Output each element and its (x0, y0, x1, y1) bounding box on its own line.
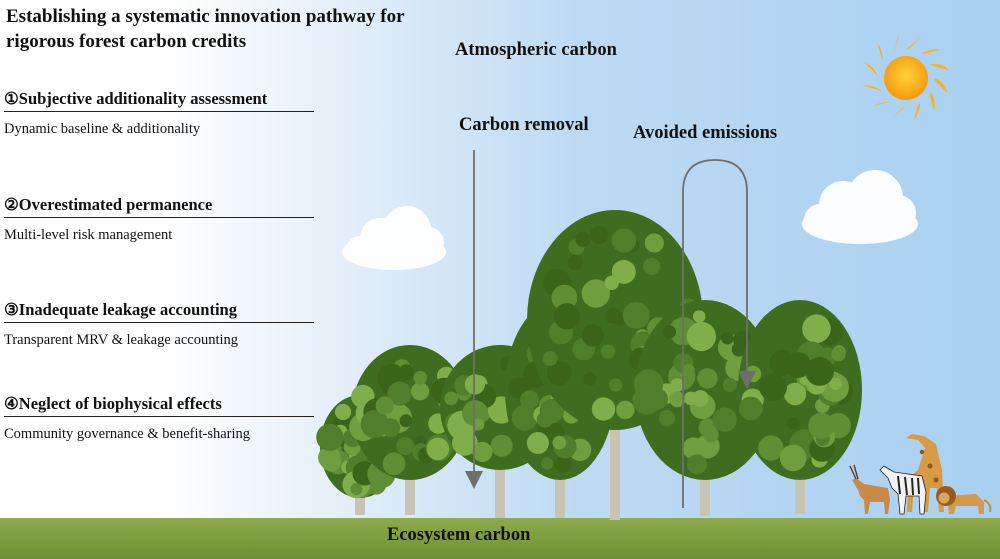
lion-icon (936, 486, 992, 514)
issue-heading: ③Inadequate leakage accounting (4, 300, 314, 323)
issue-solution: Multi-level risk management (4, 227, 173, 243)
issue-permanence: ②Overestimated permanence Multi-level ri… (4, 195, 314, 244)
avoided-emissions-arrow (682, 159, 756, 508)
tree-icon (349, 345, 468, 515)
page-title: Establishing a systematic innovation pat… (6, 6, 405, 52)
zebra-icon (879, 465, 927, 515)
cloud-icon (802, 170, 918, 244)
issue-solution: Dynamic baseline & additionality (4, 121, 201, 137)
issue-additionality: ①Subjective additionality assessment Dyn… (4, 89, 314, 138)
issue-solution: Transparent MRV & leakage accounting (4, 332, 239, 348)
issue-biophysical: ④Neglect of biophysical effects Communit… (4, 394, 314, 443)
carbon-removal-label: Carbon removal (459, 115, 589, 135)
tree-icon (738, 300, 862, 514)
atmospheric-carbon-label: Atmospheric carbon (455, 40, 617, 60)
sun-icon (862, 34, 950, 122)
tree-icon (632, 300, 775, 516)
cloud-icon (342, 206, 446, 270)
giraffe-icon (906, 434, 944, 512)
ecosystem-carbon-label: Ecosystem carbon (387, 525, 531, 545)
ground (0, 518, 1000, 559)
issue-leakage: ③Inadequate leakage accounting Transpare… (4, 300, 314, 349)
issue-heading: ②Overestimated permanence (4, 195, 314, 218)
issue-solution: Community governance & benefit-sharing (4, 426, 251, 442)
issue-heading: ④Neglect of biophysical effects (4, 394, 314, 417)
issue-heading: ①Subjective additionality assessment (4, 89, 314, 112)
avoided-emissions-label: Avoided emissions (633, 123, 778, 143)
antelope-icon (849, 464, 890, 514)
